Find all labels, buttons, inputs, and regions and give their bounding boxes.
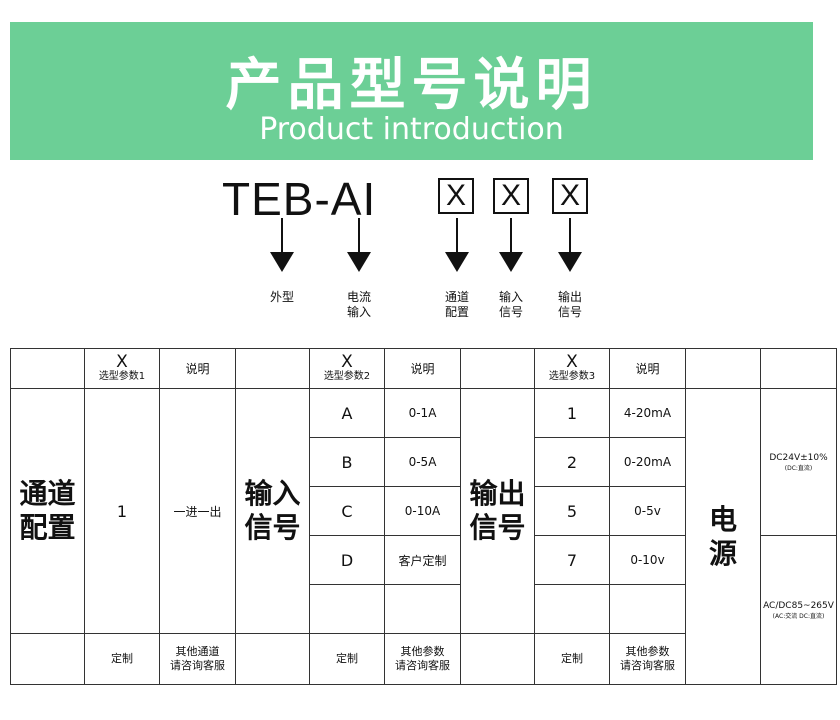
output-empty-cell bbox=[534, 584, 610, 634]
input-code-a: A bbox=[309, 388, 385, 438]
footer-empty bbox=[235, 633, 310, 685]
output-code-2: 2 bbox=[534, 437, 610, 487]
arrow-down-icon bbox=[347, 218, 371, 273]
power-dc: DC24V±10%(DC:直流) bbox=[760, 388, 837, 536]
banner-title: 产品型号说明 bbox=[225, 53, 598, 118]
label-input-signal: 输入 信号 bbox=[498, 290, 523, 319]
power-title: 电 源 bbox=[685, 388, 761, 685]
input-code-c: C bbox=[309, 486, 385, 536]
model-placeholder-3: X bbox=[552, 178, 588, 214]
table-row: B 0-5A 2 0-20mA bbox=[11, 437, 837, 487]
header-empty bbox=[760, 348, 837, 389]
header-empty bbox=[460, 348, 535, 389]
label-channel-config: 通道 配置 bbox=[444, 290, 469, 319]
table-row: 通道 配置 1 一进一出 输入 信号 A 0-1A 输出 信号 1 4-20mA… bbox=[10, 388, 837, 685]
table-row: C 0-10A 5 0-5v bbox=[11, 486, 837, 536]
output-desc-5: 0-5v bbox=[609, 486, 686, 536]
channel-config-title: 通道 配置 bbox=[10, 388, 85, 634]
input-signal-title: 输入 信号 bbox=[235, 388, 310, 634]
footer-empty bbox=[10, 633, 85, 685]
arrow-down-icon bbox=[499, 218, 523, 273]
output-note: 其他参数 请咨询客服 bbox=[609, 633, 686, 685]
input-desc-d: 客户定制 bbox=[384, 535, 461, 585]
input-empty-cell bbox=[309, 584, 385, 634]
input-desc-b: 0-5A bbox=[384, 437, 461, 487]
output-desc-1: 4-20mA bbox=[609, 388, 686, 438]
model-placeholder-2: X bbox=[493, 178, 529, 214]
channel-custom: 定制 bbox=[84, 633, 160, 685]
channel-code: 1 bbox=[84, 388, 160, 634]
output-desc-7: 0-10v bbox=[609, 535, 686, 585]
channel-note: 其他通道 请咨询客服 bbox=[159, 633, 236, 685]
arrow-down-icon bbox=[445, 218, 469, 273]
output-code-1: 1 bbox=[534, 388, 610, 438]
arrow-down-icon bbox=[270, 218, 294, 273]
input-desc-c: 0-10A bbox=[384, 486, 461, 536]
input-code-b: B bbox=[309, 437, 385, 487]
input-empty-cell bbox=[384, 584, 461, 634]
power-ac: AC/DC85~265V(AC:交流 DC:直流) bbox=[760, 535, 837, 685]
output-signal-title: 输出 信号 bbox=[460, 388, 535, 634]
header-empty bbox=[10, 348, 85, 389]
input-custom: 定制 bbox=[309, 633, 385, 685]
header-desc: 说明 bbox=[609, 348, 686, 389]
header-desc: 说明 bbox=[159, 348, 236, 389]
banner-subtitle: Product introduction bbox=[259, 112, 564, 147]
output-desc-2: 0-20mA bbox=[609, 437, 686, 487]
input-note: 其他参数 请咨询客服 bbox=[384, 633, 461, 685]
title-banner: 产品型号说明 Product introduction bbox=[10, 22, 813, 160]
label-current-input: 电流 输入 bbox=[346, 290, 371, 319]
output-custom: 定制 bbox=[534, 633, 610, 685]
label-shape: 外型 bbox=[269, 290, 294, 304]
table-row: D 客户定制 7 0-10v AC/DC85~265V(AC:交流 DC:直流) bbox=[11, 535, 837, 685]
input-desc-a: 0-1A bbox=[384, 388, 461, 438]
label-output-signal: 输出 信号 bbox=[557, 290, 582, 319]
channel-desc: 一进一出 bbox=[159, 388, 236, 634]
table-row bbox=[11, 584, 837, 634]
output-code-7: 7 bbox=[534, 535, 610, 585]
input-code-d: D bbox=[309, 535, 385, 585]
table-footer-row: 定制 其他通道 请咨询客服 定制 其他参数 请咨询客服 定制 其他参数 请咨询客… bbox=[10, 633, 837, 685]
output-empty-cell bbox=[609, 584, 686, 634]
footer-empty bbox=[460, 633, 535, 685]
header-empty bbox=[685, 348, 761, 389]
model-prefix: TEB-AI bbox=[222, 173, 377, 225]
model-placeholder-1: X bbox=[438, 178, 474, 214]
header-empty bbox=[235, 348, 310, 389]
header-desc: 说明 bbox=[384, 348, 461, 389]
arrow-down-icon bbox=[558, 218, 582, 273]
output-code-5: 5 bbox=[534, 486, 610, 536]
